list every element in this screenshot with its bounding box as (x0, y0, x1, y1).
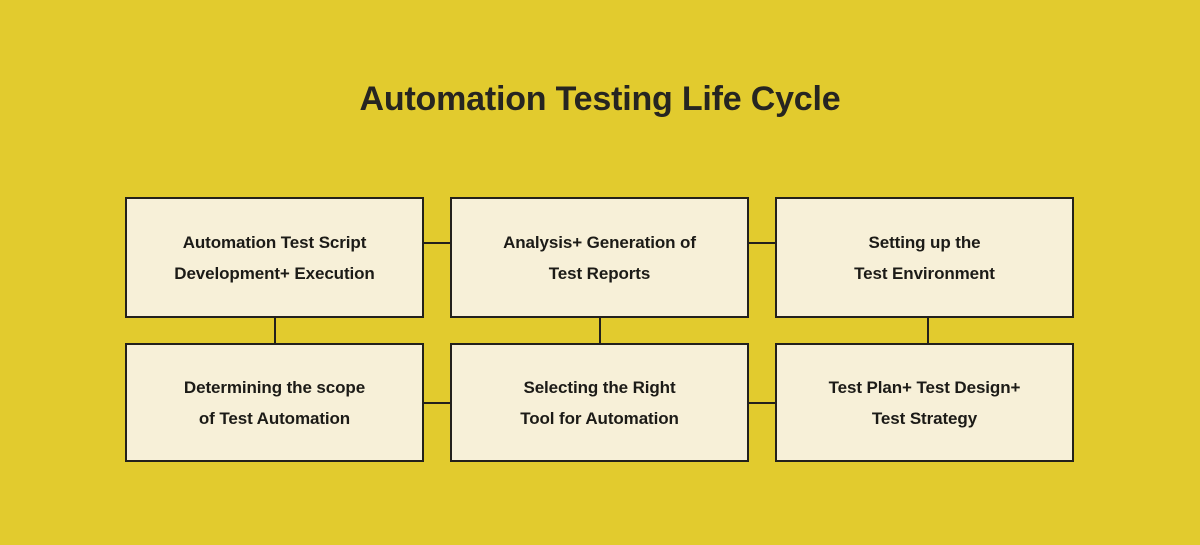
connector-row2-col1-to-col2 (424, 402, 450, 404)
node-analysis-generation-of-test-reports[interactable]: Analysis+ Generation of Test Reports (450, 197, 749, 318)
node-label-line1: Analysis+ Generation of (503, 232, 696, 252)
connector-row1-col2-to-col3 (749, 242, 775, 244)
node-label: Setting up the Test Environment (844, 227, 1005, 289)
node-label-line2: Tool for Automation (520, 408, 679, 428)
node-label: Automation Test Script Development+ Exec… (164, 227, 384, 289)
node-label-line2: Development+ Execution (174, 263, 375, 283)
node-determining-the-scope-of-test-automation[interactable]: Determining the scope of Test Automation (125, 343, 424, 462)
node-label-line2: Test Environment (854, 263, 995, 283)
diagram-title: Automation Testing Life Cycle (359, 80, 841, 118)
node-label-line1: Determining the scope (183, 377, 366, 397)
node-label: Selecting the Right Tool for Automation (510, 372, 689, 434)
connector-row1-col1-to-col2 (424, 242, 450, 244)
node-setting-up-the-test-environment[interactable]: Setting up the Test Environment (775, 197, 1074, 318)
connector-col2-row1-to-row2 (599, 318, 601, 343)
node-label-line2: of Test Automation (198, 408, 351, 428)
node-automation-test-script-development-execution[interactable]: Automation Test Script Development+ Exec… (125, 197, 424, 318)
node-label: Analysis+ Generation of Test Reports (493, 227, 706, 289)
node-label-line1: Automation Test Script (182, 232, 367, 252)
node-label-line1: Selecting the Right (523, 377, 676, 397)
connector-row2-col2-to-col3 (749, 402, 775, 404)
connector-col3-row1-to-row2 (927, 318, 929, 343)
node-label: Determining the scope of Test Automation (174, 372, 375, 434)
node-label-line1: Test Plan+ Test Design+ (828, 377, 1021, 397)
connector-col1-row1-to-row2 (274, 318, 276, 343)
node-label-line1: Setting up the (868, 232, 981, 252)
node-label-line2: Test Strategy (871, 408, 978, 428)
node-selecting-the-right-tool-for-automation[interactable]: Selecting the Right Tool for Automation (450, 343, 749, 462)
node-test-plan-test-design-test-strategy[interactable]: Test Plan+ Test Design+ Test Strategy (775, 343, 1074, 462)
node-label: Test Plan+ Test Design+ Test Strategy (819, 372, 1031, 434)
node-label-line2: Test Reports (548, 263, 651, 283)
